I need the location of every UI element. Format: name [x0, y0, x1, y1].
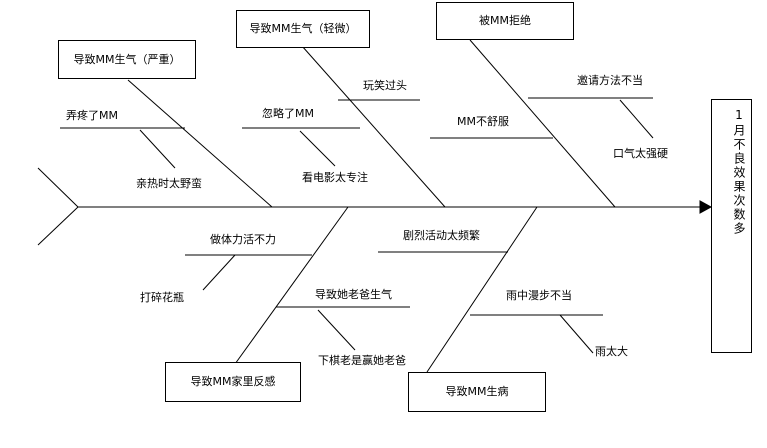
- cause-invite-wrong: 邀请方法不当: [577, 74, 643, 87]
- tail-lower-line: [37, 206, 79, 246]
- cause-chess-win: 下棋老是赢她老爸: [318, 354, 406, 367]
- cause-hurt-mm: 弄疼了MM: [66, 109, 118, 122]
- tail-upper-line: [37, 167, 79, 208]
- category-family-dislike: 导致MM家里反感: [165, 362, 301, 402]
- bone-mm-sick: [426, 206, 538, 373]
- category-mm-angry-serious: 导致MM生气（严重）: [58, 40, 196, 79]
- sub-bone-movie-focus: [299, 130, 336, 167]
- category-mm-angry-light: 导致MM生气（轻微）: [236, 10, 370, 48]
- sub-bone-chess: [317, 309, 356, 351]
- cause-dad-angry: 导致她老爸生气: [315, 288, 392, 301]
- bone-mm-angry-serious: [127, 79, 273, 208]
- spine-arrowhead: [699, 200, 713, 214]
- bone-mm-angry-light: [301, 45, 446, 208]
- effect-box: 1月不良效果次数多: [711, 99, 752, 353]
- cause-exercise-frequent: 剧烈活动太频繁: [403, 229, 480, 242]
- cause-kiss-rough: 亲热时太野蛮: [136, 177, 202, 190]
- sub-bone-tone: [619, 99, 654, 139]
- cause-movie-focus: 看电影太专注: [302, 171, 368, 184]
- cause-ignore-mm: 忽略了MM: [262, 107, 314, 120]
- bone-family-dislike: [234, 206, 349, 365]
- cause-joke-too-far: 玩笑过头: [363, 79, 407, 92]
- cause-rain-heavy: 雨太大: [595, 345, 628, 358]
- sub-bone-rain-heavy: [559, 314, 594, 354]
- cause-rain-walk: 雨中漫步不当: [506, 289, 572, 302]
- cause-chores-bad: 做体力活不力: [210, 233, 276, 246]
- effect-title: 1月不良效果次数多: [732, 108, 746, 236]
- category-mm-sick: 导致MM生病: [408, 372, 546, 412]
- cause-tone-hard: 口气太强硬: [613, 147, 668, 160]
- sub-bone-kiss-rough: [139, 129, 176, 169]
- cause-mm-uncomfortable: MM不舒服: [457, 115, 509, 128]
- cause-break-vase: 打碎花瓶: [140, 291, 184, 304]
- bone-mm-refuse: [469, 39, 616, 208]
- category-mm-refuse: 被MM拒绝: [436, 2, 574, 40]
- sub-bone-vase: [202, 254, 236, 291]
